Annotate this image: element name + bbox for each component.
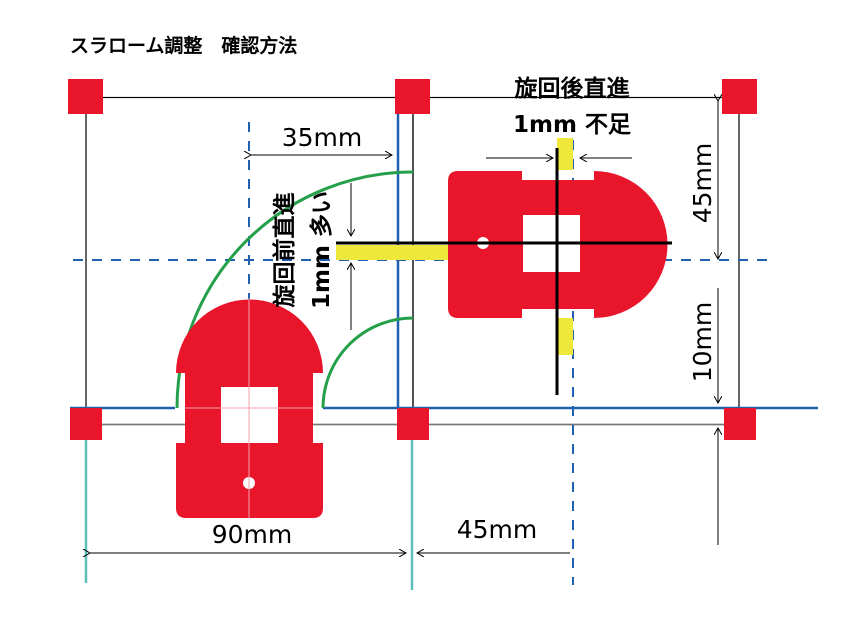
posts xyxy=(68,79,757,440)
after-turn-label-1: 旋回後直進 xyxy=(515,75,630,102)
dim-label-45-bottom: 45mm xyxy=(457,515,538,544)
after-turn-label-2: 1mm 不足 xyxy=(513,112,631,138)
offset-mark-after-bottom xyxy=(557,318,573,355)
before-turn-label-2: 1mm 多い xyxy=(308,191,335,309)
post xyxy=(722,79,757,114)
post xyxy=(68,79,103,114)
dim-label-35: 35mm xyxy=(282,123,363,152)
dim-label-90: 90mm xyxy=(212,520,293,549)
before-turn-label-1: 旋回前直進 xyxy=(271,193,298,308)
dim-label-45-right: 45mm xyxy=(688,143,717,224)
post xyxy=(724,408,756,440)
post xyxy=(395,79,430,114)
page-title: スラローム調整 確認方法 xyxy=(70,34,297,57)
post xyxy=(70,408,102,440)
offset-mark-before xyxy=(336,245,448,260)
offset-mark-after-top xyxy=(557,138,573,170)
path-arc-inner xyxy=(321,316,414,409)
dim-label-10: 10mm xyxy=(688,302,717,383)
robot-before-turn xyxy=(176,298,323,518)
post xyxy=(397,408,429,440)
